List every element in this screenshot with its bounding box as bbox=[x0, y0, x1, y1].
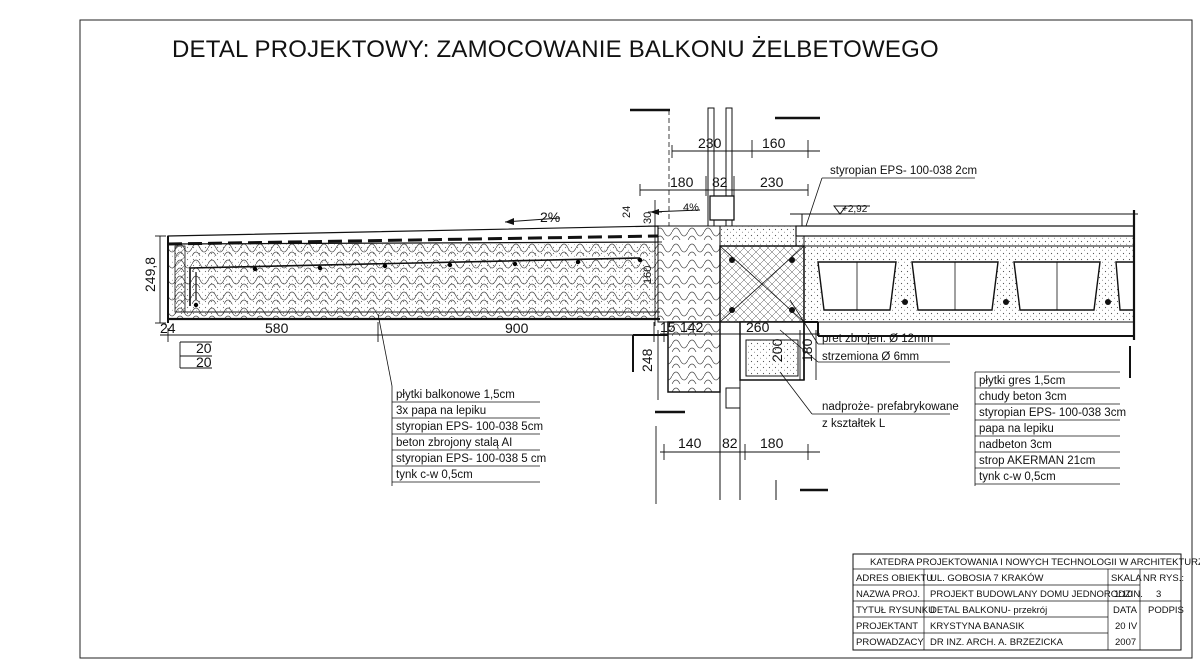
slope-label-2: 2% bbox=[540, 209, 560, 225]
dim-180-vert: 180 bbox=[799, 338, 815, 362]
annotation-nadproze-2: z kształtek L bbox=[822, 418, 886, 430]
title-block-value: PROJEKT BUDOWLANY DOMU JEDNORODZIN. bbox=[930, 589, 1143, 600]
title-block: KATEDRA PROJEKTOWANIA I NOWYCH TECHNOLOG… bbox=[852, 553, 1200, 651]
title-block-podpis-label: PODPIS bbox=[1148, 605, 1184, 616]
floor-layer-item: chudy beton 3cm bbox=[979, 391, 1067, 403]
title-block-label: NAZWA PROJ. bbox=[856, 589, 920, 600]
title-block-data-year: 2007 bbox=[1115, 637, 1136, 648]
dim-low-140: 140 bbox=[678, 435, 702, 451]
title-block-data-value: 20 IV bbox=[1115, 621, 1138, 632]
slope-arrow-4: 4% bbox=[649, 202, 701, 215]
floor-layer-list: płytki gres 1,5cm chudy beton 3cm styrop… bbox=[975, 375, 1126, 485]
title-block-value: KRYSTYNA BANASIK bbox=[930, 621, 1025, 632]
floor-layer-item: strop AKERMAN 21cm bbox=[979, 455, 1095, 467]
dim-15: 15 bbox=[660, 319, 676, 335]
level-label: +2,92 bbox=[842, 204, 868, 215]
title-block-data-label: DATA bbox=[1113, 605, 1138, 616]
title-block-nr-label: NR RYS.: bbox=[1143, 573, 1184, 584]
title-block-nr-value: 3 bbox=[1156, 589, 1161, 600]
leader-lines bbox=[377, 177, 1120, 486]
title-block-value: DETAL BALKONU- przekrój bbox=[930, 605, 1047, 616]
dim-900: 900 bbox=[505, 320, 529, 336]
dim-20-b: 20 bbox=[196, 354, 212, 370]
balcony-layer-item: tynk c-w 0,5cm bbox=[396, 469, 473, 481]
dim-248: 248 bbox=[639, 348, 655, 372]
title-block-header: KATEDRA PROJEKTOWANIA I NOWYCH TECHNOLOG… bbox=[870, 557, 1200, 568]
dim-low-180: 180 bbox=[760, 435, 784, 451]
title-block-skala-label: SKALA bbox=[1111, 573, 1142, 584]
dim-24-left: 24 bbox=[160, 320, 176, 336]
floor-slab bbox=[790, 210, 1138, 378]
slope-arrow-2: 2% bbox=[504, 209, 560, 225]
dim-low-82: 82 bbox=[722, 435, 738, 451]
floor-layer-item: papa na lepiku bbox=[979, 423, 1054, 435]
dim-160-vert: 160 bbox=[642, 266, 654, 284]
annotation-pret: pret zbrojen. Ø 12mm bbox=[822, 333, 933, 345]
balcony-layer-item: styropian EPS- 100-038 5cm bbox=[396, 421, 543, 433]
dimension-lines bbox=[155, 140, 820, 504]
balcony-layer-item: styropian EPS- 100-038 5 cm bbox=[396, 453, 546, 465]
balcony-slab bbox=[167, 225, 660, 323]
title-block-skala-value: 1:10 bbox=[1114, 589, 1133, 600]
floor-layer-item: tynk c-w 0,5cm bbox=[979, 471, 1056, 483]
title-block-label: TYTUŁ RYSUNKU bbox=[856, 605, 935, 616]
title-block-value: DR INZ. ARCH. A. BRZEZICKA bbox=[930, 637, 1064, 648]
dim-mid-82: 82 bbox=[712, 174, 728, 190]
rebar-dots bbox=[193, 257, 643, 308]
annotation-nadproze-1: nadproże- prefabrykowane bbox=[822, 401, 959, 413]
floor-layer-item: nadbeton 3cm bbox=[979, 439, 1052, 451]
sheet-frame bbox=[79, 19, 1193, 659]
dim-top-160: 160 bbox=[762, 135, 786, 151]
dim-mid-230: 230 bbox=[760, 174, 784, 190]
dim-260: 260 bbox=[746, 319, 770, 335]
annotation-styropian-top: styropian EPS- 100-038 2cm bbox=[830, 165, 977, 177]
dim-left-height: 249,8 bbox=[142, 257, 158, 292]
balcony-layer-item: 3x papa na lepiku bbox=[396, 405, 486, 417]
wall-section bbox=[630, 107, 820, 323]
balcony-layer-item: płytki balkonowe 1,5cm bbox=[396, 389, 515, 401]
annotation-texts: styropian EPS- 100-038 2cm pret zbrojen.… bbox=[822, 165, 977, 430]
title-block-value: UL. GOBOSIA 7 KRAKÓW bbox=[930, 573, 1044, 584]
floor-layer-item: styropian EPS- 100-038 3cm bbox=[979, 407, 1126, 419]
floor-layer-item: płytki gres 1,5cm bbox=[979, 375, 1065, 387]
title-block-label: PROWADZACY bbox=[856, 637, 924, 648]
slope-label-4: 4% bbox=[683, 202, 699, 214]
drawing-title: DETAL PROJEKTOWY: ZAMOCOWANIE BALKONU ŻE… bbox=[172, 36, 939, 63]
dimension-labels: 230 160 180 82 230 249,8 580 900 24 20 2… bbox=[142, 135, 815, 451]
dim-top-230: 230 bbox=[698, 135, 722, 151]
balcony-layer-item: beton zbrojony stalą AI bbox=[396, 437, 512, 449]
dim-580: 580 bbox=[265, 320, 289, 336]
balcony-layer-list: płytki balkonowe 1,5cm 3x papa na lepiku… bbox=[392, 389, 546, 483]
dim-142: 142 bbox=[680, 319, 704, 335]
dim-24-vert: 24 bbox=[621, 206, 633, 218]
dim-mid-180: 180 bbox=[670, 174, 694, 190]
dim-200: 200 bbox=[769, 338, 785, 362]
dim-20-a: 20 bbox=[196, 340, 212, 356]
title-block-label: PROJEKTANT bbox=[856, 621, 918, 632]
dim-30-vert: 30 bbox=[642, 212, 654, 224]
title-block-label: ADRES OBIEKTU bbox=[856, 573, 933, 584]
annotation-strzemiona: strzemiona Ø 6mm bbox=[822, 351, 919, 363]
level-mark: +2,92 bbox=[833, 204, 870, 215]
